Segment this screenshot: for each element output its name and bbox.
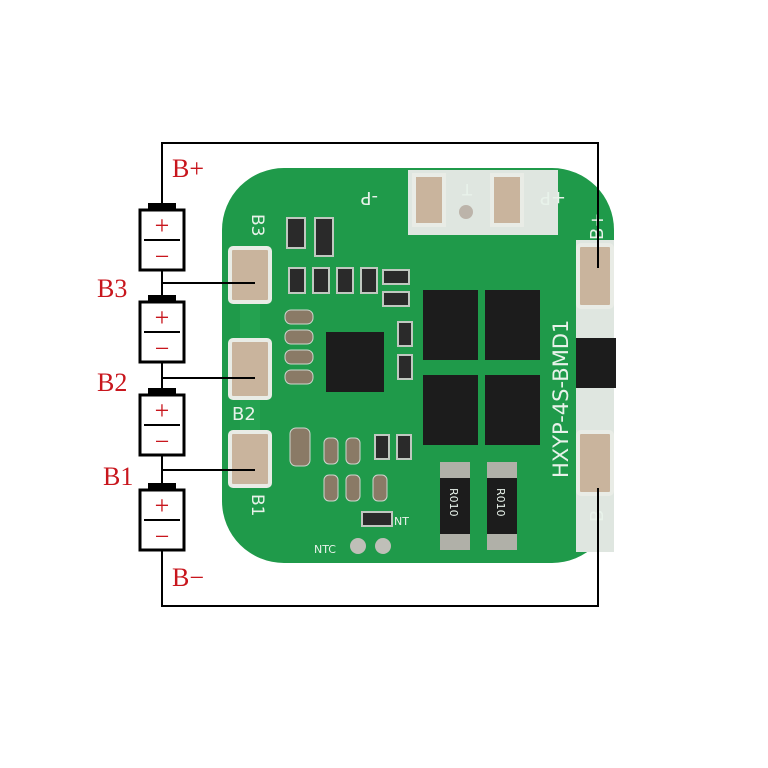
plus-sign: + [155,303,170,332]
battery-cell-2: + − [138,388,186,457]
wiring [161,142,599,607]
diode [576,338,616,388]
shunt-resistor-1 [440,478,470,534]
label-b3: B3 [97,274,127,303]
pad-p-minus [412,173,446,227]
minus-sign: − [155,334,170,363]
silk-p-minus: -P [361,187,378,208]
mosfet-3 [423,375,478,445]
silk-b1: B1 [247,494,267,516]
mosfet-1 [423,290,478,360]
label-b2: B2 [97,368,127,397]
mosfet-4 [485,375,540,445]
protection-ic [326,332,384,392]
pad-p-plus [490,173,524,227]
minus-sign: − [155,427,170,456]
silk-p-plus: +P [540,187,566,208]
pad-b2 [228,338,272,400]
shunt-resistor-2 [487,478,517,534]
minus-sign: − [155,242,170,271]
silk-b2: B2 [232,404,256,425]
pad-b-plus [576,243,614,309]
board-model: HXYP-4S-BMD1 [549,320,573,478]
pad-b3 [228,246,272,304]
shunt-2-label: R010 [494,488,507,517]
label-b-minus: B− [172,563,204,592]
silk-ntc: NTC [314,543,336,556]
minus-sign: − [155,522,170,551]
silk-b3: B3 [247,214,267,236]
mosfet-2 [485,290,540,360]
battery-cell-1: + − [138,483,186,552]
battery-cell-3: + − [138,295,186,364]
plus-sign: + [155,211,170,240]
pad-b-minus [576,430,614,496]
label-b1: B1 [103,462,133,491]
plus-sign: + [155,396,170,425]
pcb-board: B3 B2 B1 B+ B- -P T +P HXYP-4S-BMD1 NTC … [222,168,616,563]
shunt-1-label: R010 [447,488,460,517]
silk-nt: NT [394,515,409,528]
label-b-plus: B+ [172,154,204,183]
silk-t: T [462,180,473,199]
plus-sign: + [155,491,170,520]
battery-cell-4: + − [138,203,186,272]
pad-b1 [228,430,272,488]
